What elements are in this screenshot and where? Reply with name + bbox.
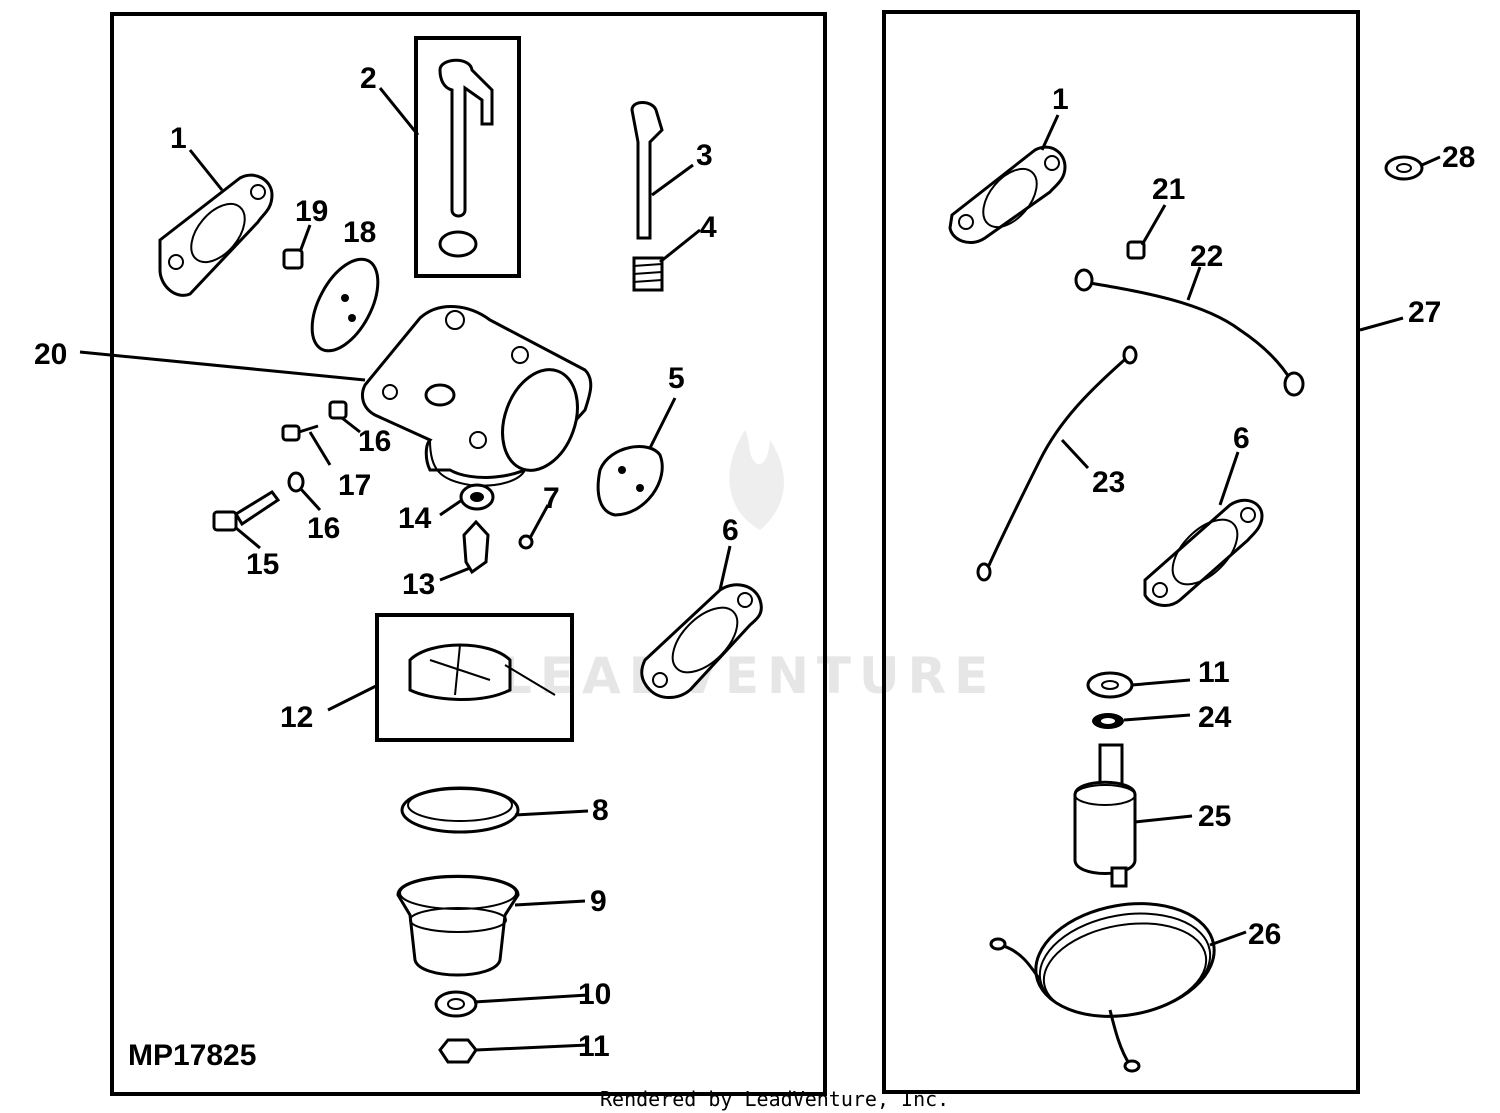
callout-23: 23 — [1092, 466, 1125, 499]
callout-15: 15 — [246, 548, 279, 581]
harness-26-part — [989, 902, 1216, 1073]
float-part — [408, 643, 556, 701]
gasket-part-right — [948, 145, 1067, 244]
callout-21: 21 — [1152, 173, 1185, 206]
nut-28-part — [1384, 155, 1424, 181]
screw-7-part — [518, 534, 534, 550]
watermark-text: LEADVENTURE — [500, 647, 996, 705]
wire-23-part — [976, 345, 1138, 582]
screw-16-part — [328, 400, 348, 420]
callout-4: 4 — [700, 211, 717, 244]
callout-17: 17 — [338, 469, 371, 502]
float-bowl-part — [396, 874, 520, 977]
credit-text: Rendered by LeadVenture, Inc. — [600, 1087, 949, 1111]
oring-part — [400, 786, 520, 834]
spring-17-part — [281, 424, 319, 442]
callout-2: 2 — [360, 62, 377, 95]
callout-22: 22 — [1190, 240, 1223, 273]
solenoid-25-part — [1073, 743, 1137, 888]
seat-14-part — [459, 483, 495, 511]
callout-12: 12 — [280, 701, 313, 734]
callout-24: 24 — [1198, 701, 1232, 734]
float-box — [375, 613, 574, 742]
callout-26: 26 — [1248, 918, 1281, 951]
callout-7: 7 — [543, 482, 560, 515]
callout-6-right: 6 — [1233, 422, 1250, 455]
right-panel-frame — [882, 10, 1360, 1094]
callout-6: 6 — [722, 514, 739, 547]
gasket-part-6-right — [1143, 498, 1264, 607]
callout-11-right: 11 — [1198, 656, 1230, 689]
callout-1: 1 — [170, 122, 187, 155]
seal-16-part — [287, 471, 305, 493]
callout-25: 25 — [1198, 800, 1231, 833]
float-kit-box — [414, 36, 521, 278]
callout-9: 9 — [590, 885, 607, 918]
float-needle-part — [438, 58, 494, 258]
callout-18: 18 — [343, 216, 376, 249]
washer-part — [434, 990, 478, 1018]
left-leader-lines — [79, 87, 732, 1052]
callout-28: 28 — [1442, 141, 1475, 174]
callout-16a: 16 — [358, 425, 391, 458]
callout-13: 13 — [402, 568, 435, 601]
right-leader-lines — [1040, 114, 1441, 947]
callout-3: 3 — [696, 139, 713, 172]
callout-20: 20 — [34, 338, 67, 371]
carburetor-body-part — [361, 305, 593, 487]
left-panel-frame — [110, 12, 827, 1096]
watermark: LEADVENTURE — [500, 430, 996, 705]
inlet-needle-13-part — [462, 519, 490, 575]
washer-24-part — [1092, 713, 1124, 729]
spring-part — [632, 256, 664, 292]
bowl-nut-part — [438, 1038, 478, 1064]
throttle-plate-part — [310, 257, 380, 353]
mixture-needle-part — [212, 490, 281, 532]
callout-5: 5 — [668, 362, 685, 395]
screw-part — [282, 248, 304, 270]
callout-1-right: 1 — [1052, 83, 1069, 116]
callout-11: 11 — [578, 1030, 610, 1063]
gasket-part-6 — [640, 583, 763, 699]
reference-code: MP17825 — [128, 1039, 256, 1072]
callout-19: 19 — [295, 195, 328, 228]
gasket-part — [158, 173, 274, 297]
screw-21-part — [1126, 240, 1146, 260]
callout-10: 10 — [578, 978, 611, 1011]
choke-plate-part — [596, 445, 664, 517]
callout-14: 14 — [398, 502, 432, 535]
callout-16b: 16 — [307, 512, 340, 545]
callout-8: 8 — [592, 794, 609, 827]
washer-11-right-part — [1086, 671, 1134, 699]
ground-wire-22-part — [1074, 268, 1305, 397]
float-pin-part — [630, 101, 664, 240]
callout-27: 27 — [1408, 296, 1441, 329]
